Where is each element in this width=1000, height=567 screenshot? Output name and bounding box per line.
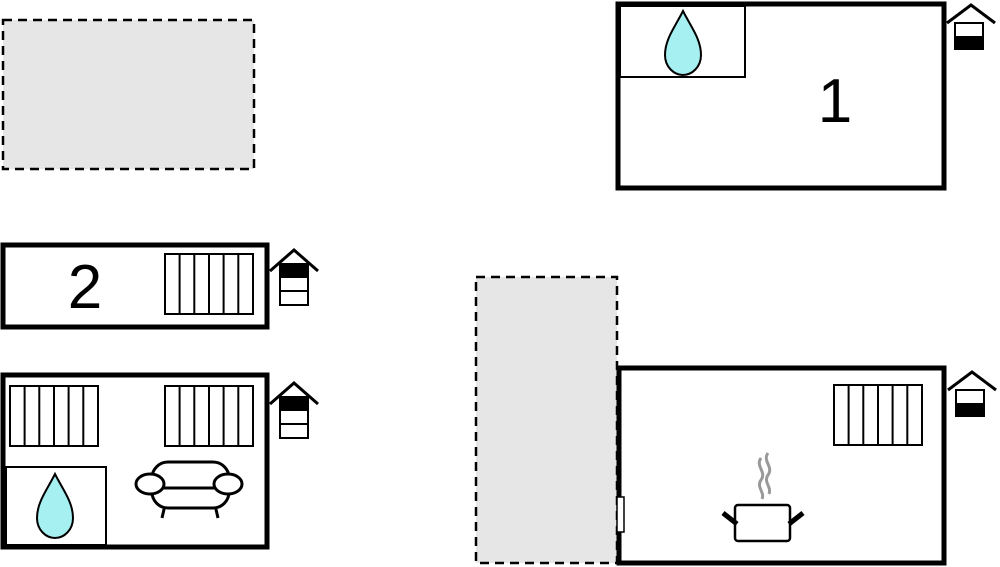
room-1: 1 <box>615 1 947 191</box>
house-floor-icon <box>268 248 320 307</box>
sofa-icon <box>134 460 244 519</box>
room-2: 2 <box>0 242 270 330</box>
house-floor-icon <box>945 3 997 51</box>
kitchen <box>616 365 947 566</box>
outdoor-area <box>474 275 619 565</box>
living-room <box>0 372 270 550</box>
door <box>616 496 625 533</box>
radiator-icon <box>164 385 254 447</box>
house-floor-icon <box>946 370 998 418</box>
house-floor-icon <box>268 381 320 440</box>
outdoor-area <box>1 18 256 171</box>
room-label: 1 <box>818 67 852 136</box>
radiator-icon <box>164 253 254 315</box>
room-label: 2 <box>68 253 102 322</box>
radiator-icon <box>833 384 923 446</box>
cooking-pot-icon <box>721 452 805 543</box>
radiator-icon <box>9 385 99 447</box>
